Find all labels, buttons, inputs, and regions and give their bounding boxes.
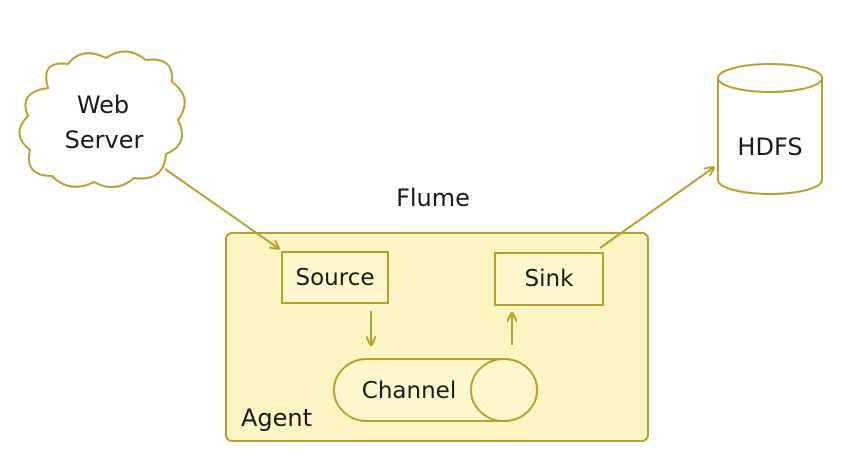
sink-box bbox=[494, 252, 604, 306]
source-label: Source bbox=[296, 265, 375, 291]
source-box bbox=[281, 251, 389, 304]
web-server-label-line1: Web bbox=[77, 91, 129, 119]
cylinder-icon bbox=[717, 78, 823, 195]
arrow-webserver-to-source bbox=[164, 168, 278, 248]
hdfs-node: HDFS bbox=[717, 63, 823, 195]
arrow-sink-to-hdfs bbox=[599, 168, 713, 249]
web-server-label-line2: Server bbox=[65, 126, 144, 154]
channel-end-cap bbox=[470, 358, 538, 422]
hdfs-label: HDFS bbox=[737, 133, 802, 161]
channel-label: Channel bbox=[362, 378, 456, 404]
cloud-icon bbox=[18, 50, 186, 189]
web-server-node: Web Server bbox=[18, 50, 186, 189]
agent-label: Agent bbox=[241, 404, 312, 432]
sink-label: Sink bbox=[525, 266, 575, 292]
flume-label: Flume bbox=[396, 184, 470, 212]
